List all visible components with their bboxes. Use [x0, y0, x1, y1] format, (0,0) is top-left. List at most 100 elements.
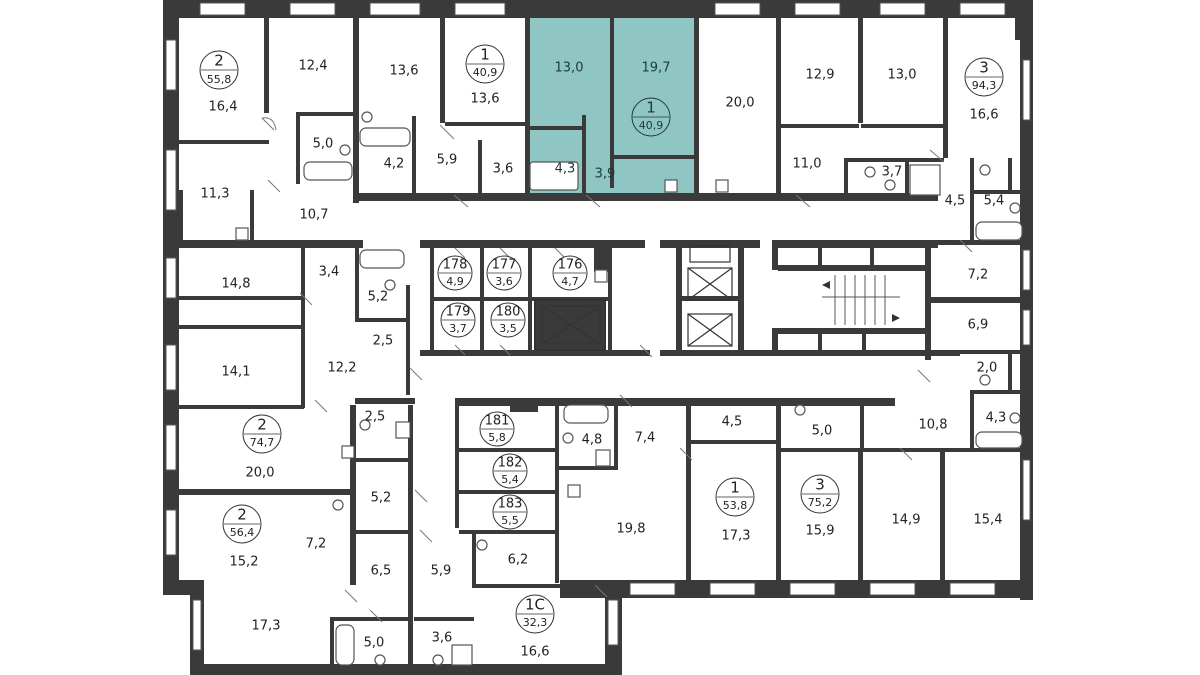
room-label: 5,0	[812, 424, 833, 439]
room-label: 13,6	[471, 92, 500, 107]
apartment-rooms: 2	[237, 506, 247, 524]
storage-number: 181	[485, 414, 510, 429]
apartment-rooms: 1С	[525, 596, 545, 614]
apartment-badge[interactable]: 3 75,2	[800, 474, 840, 514]
storage-badge[interactable]: 176 4,7	[552, 255, 588, 291]
room-label: 3,6	[493, 162, 514, 177]
room-label: 11,3	[201, 187, 230, 202]
apartment-area: 75,2	[808, 496, 833, 509]
apartment-area: 74,7	[250, 436, 275, 449]
room-label: 13,0	[888, 68, 917, 83]
room-label: 12,4	[299, 59, 328, 74]
windows	[165, 2, 1031, 651]
room-label: 16,6	[970, 108, 999, 123]
core	[541, 245, 900, 347]
apartment-rooms: 2	[214, 52, 224, 70]
room-label: 10,7	[300, 208, 329, 223]
room-label: 16,6	[521, 645, 550, 660]
room-label: 4,5	[945, 194, 966, 209]
storage-area: 5,4	[501, 473, 519, 486]
fixtures	[235, 111, 1023, 666]
room-label: 5,4	[984, 194, 1005, 209]
room-label: 19,7	[642, 61, 671, 76]
room-label: 3,6	[432, 631, 453, 646]
room-label: 10,8	[919, 418, 948, 433]
storage-badges: 178 4,9 177 3,6 176 4,7 179 3,7 180 3,5	[437, 255, 588, 530]
doors	[261, 117, 973, 623]
storage-area: 3,6	[495, 275, 513, 288]
apartment-area: 40,9	[473, 66, 498, 79]
apartment-area: 40,9	[639, 119, 664, 132]
apartment-rooms: 2	[257, 416, 267, 434]
apartment-badge[interactable]: 1С 32,3	[515, 594, 555, 634]
storage-area: 3,7	[449, 322, 467, 335]
storage-badge[interactable]: 178 4,9	[437, 255, 473, 291]
storage-number: 183	[498, 497, 523, 512]
room-label: 3,9	[595, 167, 616, 182]
room-label: 20,0	[246, 466, 275, 481]
storage-badge[interactable]: 182 5,4	[492, 453, 528, 489]
apartment-badge[interactable]: 3 94,3	[964, 57, 1004, 97]
room-label: 5,0	[364, 636, 385, 651]
storage-area: 3,5	[499, 322, 517, 335]
apartment-badge[interactable]: 1 40,9	[465, 44, 505, 84]
storage-number: 180	[496, 305, 521, 320]
storage-number: 182	[498, 456, 523, 471]
storage-area: 4,9	[446, 275, 464, 288]
room-label: 11,0	[793, 157, 822, 172]
room-label: 15,2	[230, 555, 259, 570]
room-label: 12,2	[328, 361, 357, 376]
room-label: 12,9	[806, 68, 835, 83]
room-label: 14,8	[222, 277, 251, 292]
apartment-area: 32,3	[523, 616, 548, 629]
room-label: 20,0	[726, 96, 755, 111]
storage-badge[interactable]: 177 3,6	[486, 255, 522, 291]
room-label: 2,5	[373, 334, 394, 349]
room-label: 3,7	[882, 165, 903, 180]
room-label: 14,9	[892, 513, 921, 528]
storage-badge[interactable]: 183 5,5	[492, 494, 528, 530]
storage-number: 176	[558, 258, 583, 273]
room-label: 4,5	[722, 415, 743, 430]
room-label: 13,6	[390, 64, 419, 79]
room-label: 4,8	[582, 433, 603, 448]
room-label: 5,2	[371, 491, 392, 506]
apartment-badge[interactable]: 2 56,4	[222, 504, 262, 544]
apartment-rooms: 1	[646, 99, 656, 117]
storage-area: 5,8	[488, 431, 506, 444]
room-label: 4,2	[384, 157, 405, 172]
apartment-badge[interactable]: 2 55,8	[199, 50, 239, 90]
room-label: 2,0	[977, 361, 998, 376]
apartment-badge-selected[interactable]: 1 40,9	[631, 97, 671, 137]
room-label: 5,2	[368, 290, 389, 305]
storage-badge[interactable]: 180 3,5	[490, 302, 526, 338]
room-label: 6,9	[968, 318, 989, 333]
apartment-rooms: 3	[815, 476, 825, 494]
room-label: 7,2	[306, 537, 327, 552]
apartment-rooms: 1	[730, 479, 740, 497]
apartment-area: 56,4	[230, 526, 255, 539]
apartment-rooms: 3	[979, 59, 989, 77]
apartment-area: 55,8	[207, 73, 232, 86]
apartment-badge[interactable]: 2 74,7	[242, 414, 282, 454]
room-label: 15,4	[974, 513, 1003, 528]
room-label: 16,4	[209, 100, 238, 115]
room-labels: 16,4 12,4 13,6 13,6 13,0 19,7 20,0 12,9 …	[201, 59, 1007, 660]
room-label: 17,3	[722, 529, 751, 544]
storage-badge[interactable]: 179 3,7	[440, 302, 476, 338]
room-label: 14,1	[222, 365, 251, 380]
storage-number: 178	[443, 258, 468, 273]
apartment-badge[interactable]: 1 53,8	[715, 477, 755, 517]
room-label: 6,5	[371, 564, 392, 579]
apartment-badges: 2 55,8 1 40,9 1 40,9 3 94,3 2 74,7	[199, 44, 1004, 634]
room-label: 4,3	[555, 162, 576, 177]
storage-number: 179	[446, 305, 471, 320]
room-label: 2,5	[365, 410, 386, 425]
room-label: 17,3	[252, 619, 281, 634]
room-label: 7,4	[635, 431, 656, 446]
room-label: 7,2	[968, 268, 989, 283]
storage-badge[interactable]: 181 5,8	[479, 411, 515, 447]
room-label: 5,9	[437, 153, 458, 168]
room-label: 19,8	[617, 522, 646, 537]
